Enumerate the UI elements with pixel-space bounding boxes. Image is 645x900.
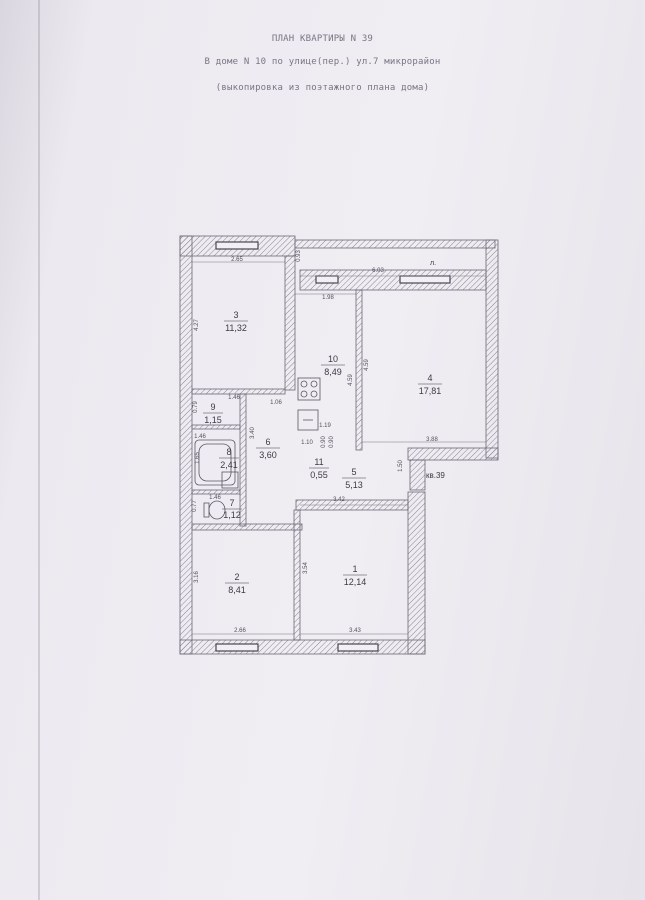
plan-title: ПЛАН КВАРТИРЫ N 39 xyxy=(271,34,374,44)
room-number: 2 xyxy=(234,572,239,582)
room-number: 8 xyxy=(226,447,231,457)
dimension-label: 1.65 xyxy=(195,452,201,464)
dimension-label: 1.50 xyxy=(398,460,404,472)
dimension-label: 6.03 xyxy=(372,268,384,274)
dimension-label: 3.54 xyxy=(303,562,309,574)
dimension-label: 1.46 xyxy=(209,495,221,501)
dimension-label: 0.90 xyxy=(329,436,335,448)
windows xyxy=(215,241,451,652)
apartment-label: кв.39 xyxy=(426,471,445,480)
dimension-label: 0.93 xyxy=(296,250,302,262)
room-area: 3,60 xyxy=(259,450,277,460)
dimension-label: 1.06 xyxy=(270,400,282,406)
dimension-label: 3.16 xyxy=(194,571,200,583)
room-number: 9 xyxy=(210,402,215,412)
loggia-label: л. xyxy=(430,260,436,267)
plan-note: (выкопировка из поэтажного плана дома) xyxy=(215,83,430,93)
stove xyxy=(297,377,321,401)
room-number: 5 xyxy=(351,467,356,477)
bathtub xyxy=(194,439,236,486)
dimension-label: 0.90 xyxy=(321,436,327,448)
dimension-labels: 2.65 0.93 6.03 1.98 4.27 4.59 4.59 1.46 … xyxy=(192,250,438,634)
dimension-label: 0.79 xyxy=(193,401,199,413)
dimension-lines xyxy=(192,261,486,635)
dimension-label: 3.42 xyxy=(333,497,345,503)
room-labels: 3 11,32 10 8,49 4 17,81 9 1,15 6 3,60 8 … xyxy=(203,310,442,595)
room-area: 8,49 xyxy=(324,367,342,377)
dimension-label: 2.65 xyxy=(231,257,243,263)
paper-fold xyxy=(38,0,40,900)
dimension-label: 1.46 xyxy=(228,395,240,401)
room-number: 11 xyxy=(314,457,323,467)
room-area: 2,41 xyxy=(220,460,238,470)
sink xyxy=(221,471,239,489)
dimension-label: 4.59 xyxy=(364,359,370,371)
plan-address: В доме N 10 по улице(пер.) ул.7 микрорай… xyxy=(204,57,441,67)
room-number: 7 xyxy=(229,498,234,508)
room-area: 17,81 xyxy=(419,386,442,396)
dimension-label: 4.59 xyxy=(348,374,354,386)
kitchen-sink xyxy=(297,409,319,431)
toilet xyxy=(203,500,226,520)
dimension-label: 1.98 xyxy=(322,295,334,301)
dimension-label: 2.66 xyxy=(234,628,246,634)
room-area: 1,15 xyxy=(204,415,222,425)
dimension-label: 3.88 xyxy=(426,437,438,443)
room-number: 10 xyxy=(328,354,338,364)
dimension-label: 1.19 xyxy=(319,423,331,429)
room-area: 0,55 xyxy=(310,470,328,480)
room-number: 6 xyxy=(265,437,270,447)
dimension-label: 0.77 xyxy=(192,500,198,512)
dimension-label: 3.40 xyxy=(250,427,256,439)
room-number: 4 xyxy=(427,373,432,383)
dimension-label: 4.27 xyxy=(194,319,200,331)
room-area: 11,32 xyxy=(225,323,247,333)
room-area: 12,14 xyxy=(344,577,367,587)
dimension-label: 3.43 xyxy=(349,628,361,634)
dimension-label: 1.46 xyxy=(194,434,206,440)
room-area: 5,13 xyxy=(345,480,363,490)
room-number: 1 xyxy=(352,564,357,574)
room-area: 8,41 xyxy=(228,585,246,595)
room-number: 3 xyxy=(233,310,238,320)
walls xyxy=(179,235,499,655)
room-area: 1,12 xyxy=(223,510,241,520)
dimension-label: 1.10 xyxy=(301,440,313,446)
